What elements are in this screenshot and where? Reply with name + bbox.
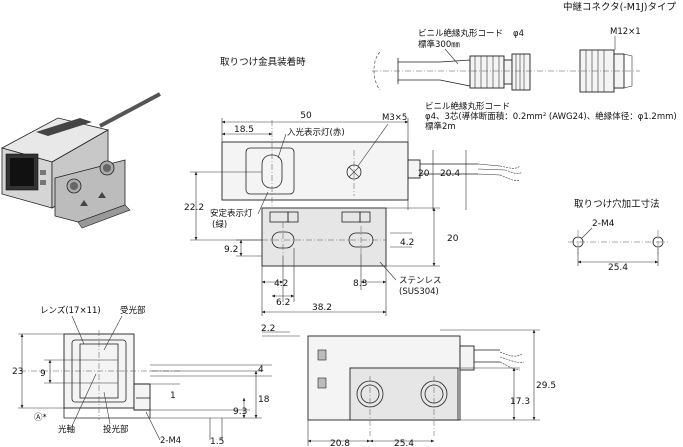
label-receiver: 受光部	[120, 305, 146, 316]
dim-17-3: 17.3	[510, 397, 530, 407]
label-optical-axis: 光軸	[58, 424, 75, 435]
label-light-indicator: 入光表示灯(赤)	[287, 127, 345, 138]
dim-6-2: 6.2	[276, 298, 290, 308]
mounting-hole-title: 取りつけ穴加工寸法	[574, 198, 660, 210]
connector-cable-diameter: φ4	[513, 29, 524, 39]
dim-29-5: 29.5	[536, 381, 556, 391]
dim-height: 22.2	[184, 203, 204, 213]
dim-18: 18	[258, 395, 270, 405]
dim-2-2: 2.2	[261, 324, 275, 334]
dim-1-5: 1.5	[210, 437, 224, 447]
side-view-drawing	[307, 335, 525, 436]
cable-label-2: φ4、3芯(導体断面積：0.2mm² (AWG24)、絶縁体径：φ1.2mm)	[425, 111, 677, 122]
hole-pitch: 25.4	[608, 263, 628, 273]
dim-20: 20	[447, 234, 459, 244]
front-view-drawing	[20, 330, 180, 420]
cable-label-1: ビニル絶縁丸形コード	[425, 101, 510, 112]
connector-thread-size: M12×1	[610, 27, 641, 37]
hole-m4: 2-M4	[592, 219, 615, 229]
dim-screw: M3×5	[382, 113, 407, 123]
dim-8-3: 8.3	[353, 279, 367, 289]
connector-cable-label: ビニル絶縁丸形コード	[418, 28, 503, 39]
dim-38-2: 38.2	[312, 303, 332, 313]
dim-9: 9	[40, 369, 46, 379]
mounting-view-title: 取りつけ金具装着時	[220, 56, 306, 68]
sensor-isometric-view	[0, 92, 161, 229]
label-stainless-2: (SUS304)	[399, 287, 439, 297]
dim-cable-20: 20	[418, 169, 430, 179]
label-emitter: 投光部	[103, 424, 129, 435]
connector-cable-length: 標準300㎜	[418, 39, 460, 50]
dim-4: 4	[258, 365, 264, 375]
dim-9-3: 9.3	[233, 407, 247, 417]
dim-cable-20-4: 20.4	[440, 169, 460, 179]
label-stable-indicator-1: 安定表示灯	[210, 208, 253, 219]
dim-width: 50	[300, 111, 312, 121]
dim-4-2-right: 4.2	[400, 238, 414, 248]
dim-1: 1	[170, 391, 176, 401]
label-lens: レンズ(17×11)	[40, 305, 101, 316]
top-view-drawing	[221, 120, 523, 267]
relay-connector-title: 中継コネクタ(-M1J)タイプ	[563, 1, 677, 13]
dim-9-2: 9.2	[224, 245, 238, 255]
label-a-mark: Ⓐ*	[34, 413, 47, 423]
dim-lens-offset: 18.5	[234, 125, 254, 135]
dim-4-2-bottom: 4.2	[274, 279, 288, 289]
dim-20-8: 20.8	[330, 439, 350, 447]
label-stainless-1: ステンレス	[399, 276, 442, 286]
relay-connector-drawing	[372, 36, 640, 93]
cable-label-3: 標準2m	[425, 121, 456, 132]
mounting-hole-drawing	[568, 230, 668, 266]
label-m4: 2-M4	[160, 436, 181, 446]
label-stable-indicator-2: (緑)	[212, 219, 227, 230]
dim-25-4: 25.4	[394, 439, 414, 447]
dim-23: 23	[12, 367, 23, 377]
